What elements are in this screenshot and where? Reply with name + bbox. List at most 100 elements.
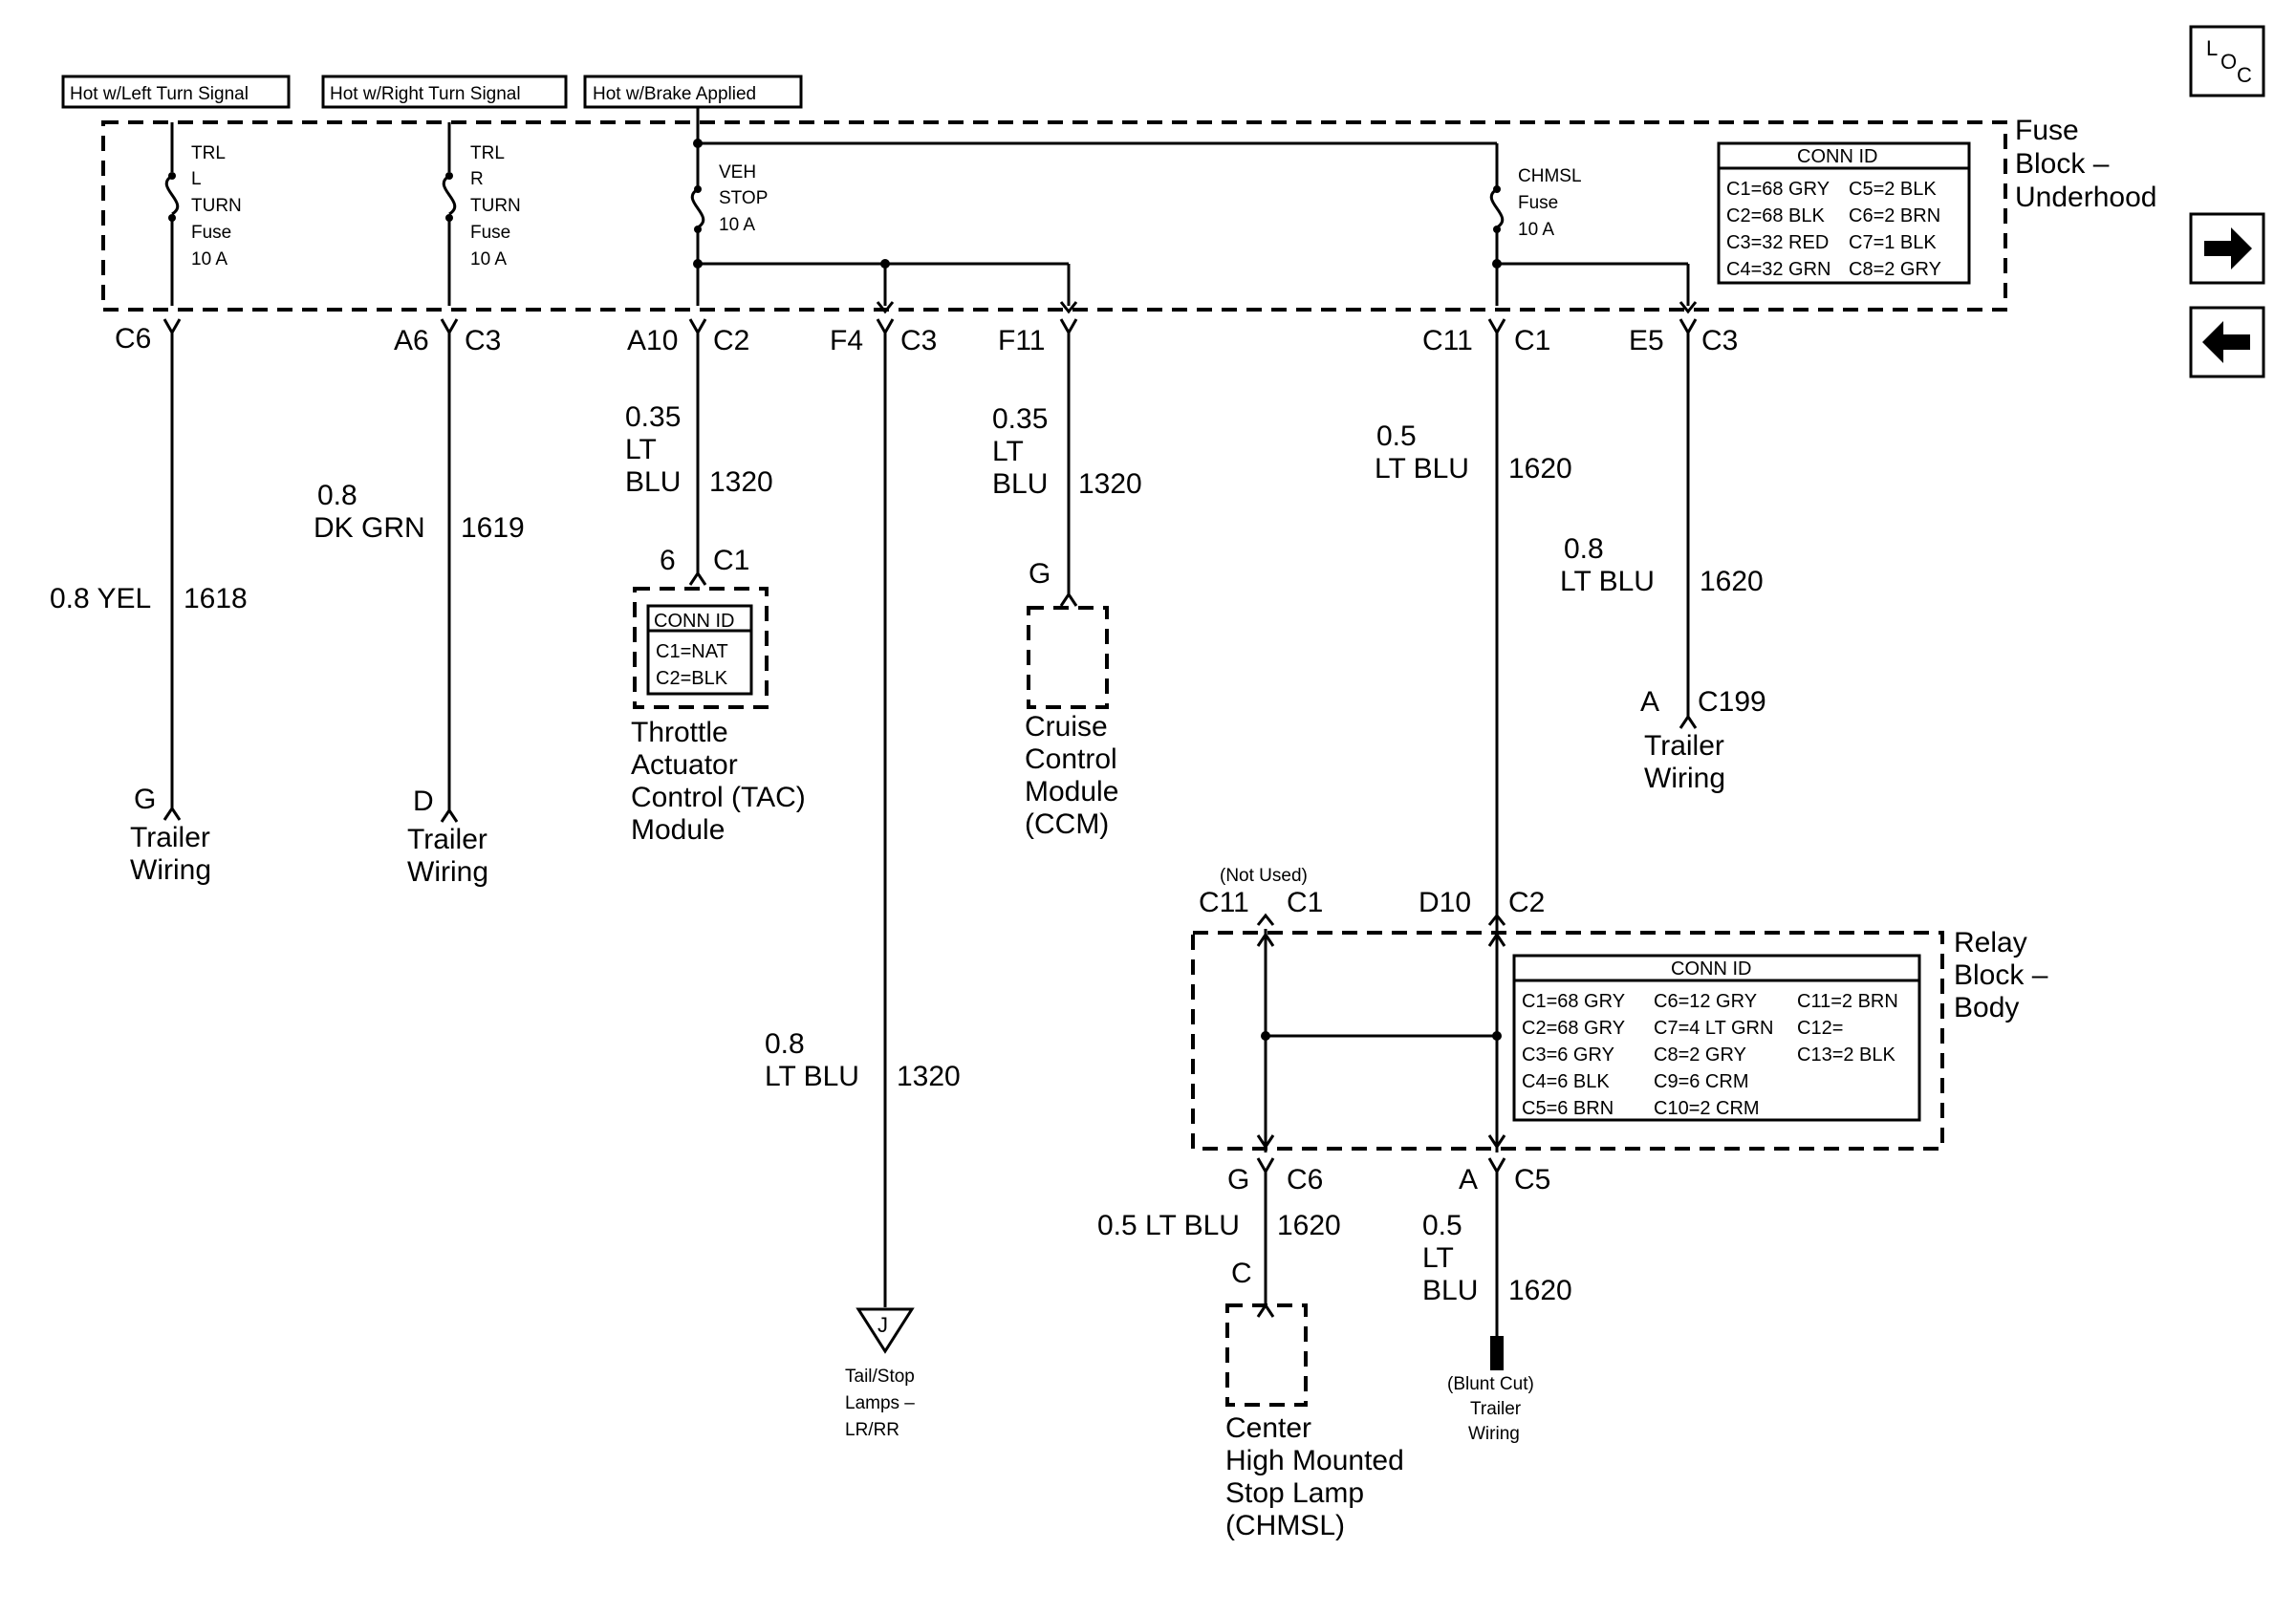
- svg-text:LT: LT: [992, 436, 1024, 467]
- svg-text:Fuse: Fuse: [2015, 115, 2079, 146]
- svg-text:Wiring: Wiring: [1468, 1424, 1520, 1444]
- fuse-icon: [164, 174, 180, 216]
- fuse-block-connectors: C6 A6 C3 A10 C2 F4 C3 F11 C11 C1 E5 C3: [115, 318, 1738, 356]
- fuse-veh-stop: VEH STOP 10 A: [690, 143, 1078, 314]
- svg-text:Stop Lamp: Stop Lamp: [1225, 1477, 1364, 1509]
- svg-text:C2: C2: [713, 325, 749, 356]
- svg-text:Body: Body: [1954, 992, 2019, 1023]
- tac-module: CONN ID C1=NAT C2=BLK Throttle Actuator …: [631, 587, 806, 846]
- svg-text:Lamps –: Lamps –: [845, 1393, 915, 1413]
- arrow-right-icon: [2204, 227, 2252, 269]
- svg-text:0.5 LT BLU: 0.5 LT BLU: [1097, 1210, 1240, 1241]
- svg-text:Module: Module: [1025, 776, 1118, 808]
- circuit-1620-blunt-cut: 0.5 LT BLU 1620 (Blunt Cut) Trailer Wiri…: [1422, 1179, 1572, 1444]
- svg-text:STOP: STOP: [719, 188, 768, 208]
- chmsl-lamp: Center High Mounted Stop Lamp (CHMSL): [1225, 1303, 1404, 1541]
- svg-text:(CHMSL): (CHMSL): [1225, 1510, 1345, 1541]
- svg-text:C10=2 CRM: C10=2 CRM: [1654, 1098, 1760, 1119]
- arrow-left-icon: [2202, 321, 2250, 363]
- svg-text:C7=4 LT GRN: C7=4 LT GRN: [1654, 1018, 1773, 1039]
- svg-text:C2=68 GRY: C2=68 GRY: [1522, 1018, 1625, 1039]
- svg-text:LT BLU: LT BLU: [765, 1061, 859, 1092]
- svg-text:0.5: 0.5: [1376, 420, 1417, 452]
- svg-text:J: J: [877, 1313, 888, 1337]
- loc-letter-l: L: [2206, 36, 2218, 60]
- circuit-1620-relay-feed: 0.5 LT BLU 1620: [1375, 340, 1572, 923]
- svg-text:Hot w/Right Turn Signal: Hot w/Right Turn Signal: [330, 84, 521, 104]
- svg-text:Tail/Stop: Tail/Stop: [845, 1367, 915, 1387]
- svg-text:6: 6: [660, 545, 676, 576]
- trailer-g-label: Trailer: [130, 822, 210, 853]
- fuse-icon: [442, 174, 457, 216]
- relay-block-body: (Not Used) C11 C1 D10 C2 Relay Block – B…: [1191, 866, 2048, 1195]
- svg-text:C1=68 GRY: C1=68 GRY: [1726, 179, 1830, 200]
- svg-text:Block –: Block –: [1954, 959, 2048, 991]
- svg-text:Wiring: Wiring: [407, 856, 488, 888]
- svg-text:BLU: BLU: [625, 466, 681, 498]
- svg-text:Trailer: Trailer: [1470, 1399, 1522, 1419]
- svg-text:TURN: TURN: [470, 196, 521, 216]
- loc-letter-c: C: [2237, 63, 2252, 87]
- svg-text:CONN ID: CONN ID: [654, 611, 734, 632]
- svg-text:10 A: 10 A: [719, 215, 755, 235]
- svg-text:C9=6 CRM: C9=6 CRM: [1654, 1071, 1748, 1092]
- svg-text:1618: 1618: [184, 583, 248, 614]
- svg-text:C1=68 GRY: C1=68 GRY: [1522, 991, 1625, 1012]
- svg-text:Block –: Block –: [2015, 148, 2110, 180]
- svg-text:1620: 1620: [1508, 453, 1572, 484]
- svg-text:1620: 1620: [1508, 1275, 1572, 1306]
- blunt-cut-end: [1490, 1336, 1504, 1370]
- svg-text:Control (TAC): Control (TAC): [631, 782, 806, 813]
- svg-text:1620: 1620: [1700, 566, 1764, 597]
- svg-text:(Not Used): (Not Used): [1220, 866, 1308, 886]
- svg-text:Wiring: Wiring: [130, 854, 211, 886]
- svg-text:C: C: [1231, 1258, 1252, 1289]
- circuit-1620-trailer-c199: 0.8 LT BLU 1620 A C199 Trailer Wiring: [1560, 340, 1766, 794]
- svg-text:C7=1 BLK: C7=1 BLK: [1849, 232, 1937, 253]
- svg-text:CONN ID: CONN ID: [1671, 958, 1751, 980]
- svg-text:1320: 1320: [1078, 468, 1142, 500]
- circuit-1320-ccm: 0.35 LT BLU 1320 G: [992, 340, 1142, 607]
- svg-text:Actuator: Actuator: [631, 749, 738, 781]
- svg-text:C11: C11: [1199, 887, 1249, 918]
- svg-text:C2: C2: [1508, 887, 1545, 918]
- svg-text:Wiring: Wiring: [1644, 763, 1725, 794]
- svg-text:Hot w/Brake Applied: Hot w/Brake Applied: [593, 84, 756, 104]
- svg-text:TRL: TRL: [470, 143, 505, 163]
- svg-text:1320: 1320: [897, 1061, 961, 1092]
- circuit-1320-tail-stop: 0.8 LT BLU 1320 J Tail/Stop Lamps – LR/R…: [765, 340, 961, 1440]
- svg-text:1620: 1620: [1277, 1210, 1341, 1241]
- svg-text:G: G: [1227, 1164, 1249, 1195]
- svg-text:LT BLU: LT BLU: [1560, 566, 1655, 597]
- svg-text:C6: C6: [115, 323, 151, 355]
- svg-text:R: R: [470, 169, 484, 189]
- svg-text:LT BLU: LT BLU: [1375, 453, 1469, 484]
- svg-text:A: A: [1459, 1164, 1478, 1195]
- svg-text:CHMSL: CHMSL: [1518, 166, 1582, 186]
- tail-stop-reference: J: [856, 1307, 915, 1354]
- circuit-1618: 0.8 YEL 1618 G Trailer Wiring: [50, 340, 248, 886]
- svg-text:C3: C3: [900, 325, 937, 356]
- svg-text:C4=6 BLK: C4=6 BLK: [1522, 1071, 1610, 1092]
- svg-text:10 A: 10 A: [191, 249, 227, 269]
- fuse-block-underhood: Fuse Block – Underhood CONN ID C1=68 GRY…: [101, 107, 2156, 314]
- svg-text:L: L: [191, 169, 202, 189]
- svg-text:C5: C5: [1514, 1164, 1550, 1195]
- forward-button[interactable]: [2189, 212, 2265, 285]
- fuse-block-conn-id-table: CONN ID C1=68 GRY C5=2 BLK C2=68 BLK C6=…: [1717, 141, 1971, 285]
- svg-text:Fuse: Fuse: [191, 223, 231, 243]
- svg-text:Control: Control: [1025, 743, 1117, 775]
- svg-text:0.8 YEL: 0.8 YEL: [50, 583, 151, 614]
- svg-text:C8=2 GRY: C8=2 GRY: [1849, 259, 1941, 280]
- svg-text:D10: D10: [1419, 887, 1471, 918]
- back-button[interactable]: [2189, 306, 2265, 378]
- svg-text:C4=32 GRN: C4=32 GRN: [1726, 259, 1831, 280]
- svg-text:C11=2 BRN: C11=2 BRN: [1797, 991, 1898, 1012]
- svg-text:A6: A6: [394, 325, 429, 356]
- svg-text:C1: C1: [713, 545, 749, 576]
- svg-text:C5=2 BLK: C5=2 BLK: [1849, 179, 1937, 200]
- svg-text:C5=6 BRN: C5=6 BRN: [1522, 1098, 1614, 1119]
- svg-text:High Mounted: High Mounted: [1225, 1445, 1404, 1476]
- loc-button[interactable]: L O C: [2189, 25, 2265, 97]
